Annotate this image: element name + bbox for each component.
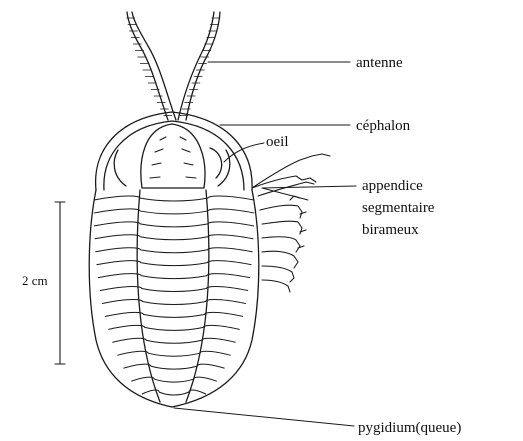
thoracic-segment [94,209,254,214]
label-pygidium: pygidium(queue) [358,420,461,436]
thoracic-segment [97,261,251,266]
antenna-left-inner [132,12,176,120]
thoracic-segment [105,312,242,317]
thorax-outline-left [89,190,172,407]
thoracic-segment [142,390,206,395]
leader-pygidium [174,408,354,426]
cephalon-inner-rim [104,121,244,190]
label-oeil: oeil [266,134,289,150]
thoracic-segment [132,377,217,382]
thoracic-segments [94,196,254,395]
antenna-right [178,12,214,120]
antenna-left [127,12,168,120]
glabella-furrows [150,137,196,178]
thoracic-segment [124,364,224,369]
leader-lines [174,62,356,426]
label-scale: 2 cm [22,273,48,288]
axial-furrow-left [137,190,160,402]
thoracic-segment [103,299,246,304]
left-cheek [114,150,126,186]
thoracic-segment [109,325,240,330]
label-appendice-3: birameux [362,222,419,238]
antenna-right-inner [186,12,220,120]
thorax-outline-right [172,190,259,407]
axial-furrow-right [186,190,209,402]
label-cephalon: céphalon [356,118,411,134]
thoracic-segment [96,248,252,253]
eye [210,148,222,178]
label-appendice-2: segmentaire [362,200,435,216]
label-antenne: antenne [356,55,403,71]
label-appendice-1: appendice [362,178,423,194]
thoracic-segment [100,287,247,292]
thoracic-segment [118,351,231,356]
thoracic-segment [98,274,249,279]
leader-appendice-1 [262,186,356,188]
biramous-appendages [252,154,330,292]
thoracic-segment [94,222,253,227]
thoracic-segment [94,196,254,201]
thoracic-segment [95,235,253,240]
leader-appendice-2 [262,188,308,200]
thoracic-segment [113,338,235,343]
scale-bar [55,202,65,364]
